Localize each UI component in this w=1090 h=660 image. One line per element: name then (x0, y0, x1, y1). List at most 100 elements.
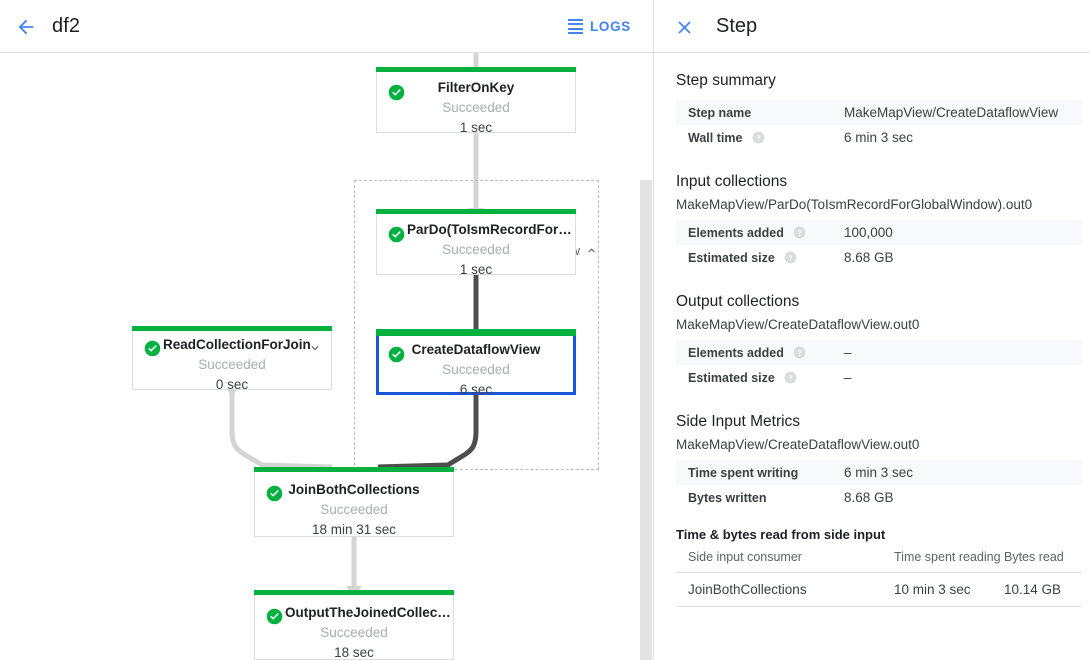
node-duration: 1 sec (459, 120, 493, 135)
graph-node-joinbothcollections[interactable]: JoinBothCollections Succeeded 18 min 31 … (254, 467, 454, 537)
group-box-makemapview (354, 180, 599, 470)
row-key-label: Bytes written (688, 490, 767, 505)
row-key: Elements added (676, 220, 844, 245)
node-title: FilterOnKey (437, 80, 515, 95)
node-body: FilterOnKey Succeeded 1 sec (377, 79, 575, 137)
node-status-bar (376, 209, 576, 214)
close-icon (677, 20, 691, 34)
row-value: 6 min 3 sec (844, 465, 914, 480)
table-row: Estimated size 8.68 GB (676, 245, 1082, 270)
logs-button[interactable]: LOGS (567, 0, 631, 53)
node-status-bar (376, 67, 576, 72)
graph-scrollbar-track[interactable] (639, 53, 653, 660)
section-title-input-collections: Input collections (676, 173, 788, 190)
output-collection-name: MakeMapView/CreateDataflowView.out0 (676, 317, 920, 332)
chevron-up-icon (588, 248, 595, 253)
help-icon[interactable] (784, 371, 797, 384)
check-circle-icon (144, 340, 161, 357)
table-row: Time spent writing 6 min 3 sec (676, 460, 1082, 485)
node-title: ReadCollectionForJoin (163, 337, 311, 352)
row-key: Bytes written (676, 485, 844, 510)
row-key-label: Estimated size (688, 370, 775, 385)
job-header: df2 LOGS (0, 0, 653, 53)
row-value: – (844, 370, 852, 385)
row-key-label: Wall time (688, 130, 743, 145)
logs-list-icon (567, 18, 583, 35)
job-graph-canvas[interactable]: MakeMapView FilterOnKey Succeeded 1 (0, 53, 653, 660)
step-panel-content: Step summary Step name MakeMapView/Creat… (654, 53, 1090, 660)
node-body: ReadCollectionForJoin Succeeded 0 sec (133, 336, 331, 394)
table-row: Elements added – (676, 340, 1082, 365)
row-value: 100,000 (844, 225, 893, 240)
step-panel-title: Step (716, 15, 758, 37)
node-status-bar (254, 590, 454, 595)
node-duration: 18 min 31 sec (311, 522, 397, 537)
step-details-panel: Step Step summary Step name MakeMapView/… (654, 0, 1090, 660)
back-button[interactable] (8, 9, 44, 45)
check-circle-icon (266, 608, 283, 625)
node-duration: 6 sec (459, 382, 493, 397)
check-circle-icon (388, 346, 405, 363)
row-key: Elements added (676, 340, 844, 365)
node-title: OutputTheJoinedCollec… (285, 605, 451, 620)
graph-node-outputthejoinedcollection[interactable]: OutputTheJoinedCollec… Succeeded 18 sec (254, 590, 454, 660)
row-value: 8.68 GB (844, 250, 894, 265)
help-icon[interactable] (784, 251, 797, 264)
side-input-collection-name: MakeMapView/CreateDataflowView.out0 (676, 437, 920, 452)
cell-bytes-read: 10.14 GB (1004, 572, 1082, 607)
chevron-down-icon[interactable] (308, 341, 322, 355)
node-status-bar (254, 467, 454, 472)
table-row: Bytes written 8.68 GB (676, 485, 1082, 510)
node-duration: 1 sec (459, 262, 493, 277)
node-status-bar (376, 329, 576, 336)
check-circle-icon (388, 226, 405, 243)
row-value: 6 min 3 sec (844, 130, 914, 145)
column-header-bytes-read: Bytes read (1004, 546, 1082, 573)
node-body: OutputTheJoinedCollec… Succeeded 18 sec (255, 604, 453, 660)
help-icon[interactable] (752, 131, 765, 144)
help-icon[interactable] (793, 226, 806, 239)
row-value: 8.68 GB (844, 490, 894, 505)
graph-scrollbar-thumb[interactable] (640, 180, 652, 660)
node-status: Succeeded (442, 362, 510, 377)
section-title-step-summary: Step summary (676, 72, 776, 89)
output-collections-table: Elements added – Estimated size (676, 340, 1082, 390)
node-body: JoinBothCollections Succeeded 18 min 31 … (255, 481, 453, 539)
page-title: df2 (52, 15, 81, 37)
check-circle-icon (266, 485, 283, 502)
cell-time-spent-reading: 10 min 3 sec (894, 572, 1004, 607)
graph-node-filteronkey[interactable]: FilterOnKey Succeeded 1 sec (376, 67, 576, 135)
check-circle-icon (388, 84, 405, 101)
table-row: Step name MakeMapView/CreateDataflowView (676, 100, 1082, 125)
step-summary-table: Step name MakeMapView/CreateDataflowView… (676, 100, 1082, 150)
step-panel-header: Step (654, 0, 1090, 53)
node-body: ParDo(ToIsmRecordFor… Succeeded 1 sec (377, 221, 575, 279)
help-icon[interactable] (793, 346, 806, 359)
graph-node-pardo-toismrecord[interactable]: ParDo(ToIsmRecordFor… Succeeded 1 sec (376, 209, 576, 277)
row-key-label: Estimated size (688, 250, 775, 265)
table-row: Elements added 100,000 (676, 220, 1082, 245)
graph-node-readcollectionforjoin[interactable]: ReadCollectionForJoin Succeeded 0 sec (132, 326, 332, 392)
node-title: CreateDataflowView (411, 342, 541, 357)
table-header-row: Side input consumer Time spent reading B… (676, 546, 1082, 573)
section-title-output-collections: Output collections (676, 293, 800, 310)
row-key-label: Elements added (688, 345, 784, 360)
close-button[interactable] (666, 9, 702, 45)
node-status: Succeeded (198, 357, 266, 372)
node-status: Succeeded (442, 242, 510, 257)
table-row: JoinBothCollections 10 min 3 sec 10.14 G… (676, 572, 1082, 607)
row-key: Estimated size (676, 365, 844, 390)
row-key-label: Time spent writing (688, 465, 799, 480)
node-status: Succeeded (320, 502, 388, 517)
graph-node-createdataflowview[interactable]: CreateDataflowView Succeeded 6 sec (376, 329, 576, 397)
panel-divider (653, 0, 654, 660)
node-status: Succeeded (320, 625, 388, 640)
row-key: Time spent writing (676, 460, 844, 485)
input-collections-table: Elements added 100,000 Estimated size (676, 220, 1082, 270)
cell-consumer: JoinBothCollections (676, 572, 894, 607)
row-value: MakeMapView/CreateDataflowView (844, 105, 1059, 120)
node-title: ParDo(ToIsmRecordFor… (407, 222, 572, 237)
column-header-time-spent-reading: Time spent reading (894, 546, 1004, 573)
node-duration: 18 sec (334, 645, 374, 660)
side-input-metrics-table: Time spent writing 6 min 3 sec Bytes wri… (676, 460, 1082, 510)
